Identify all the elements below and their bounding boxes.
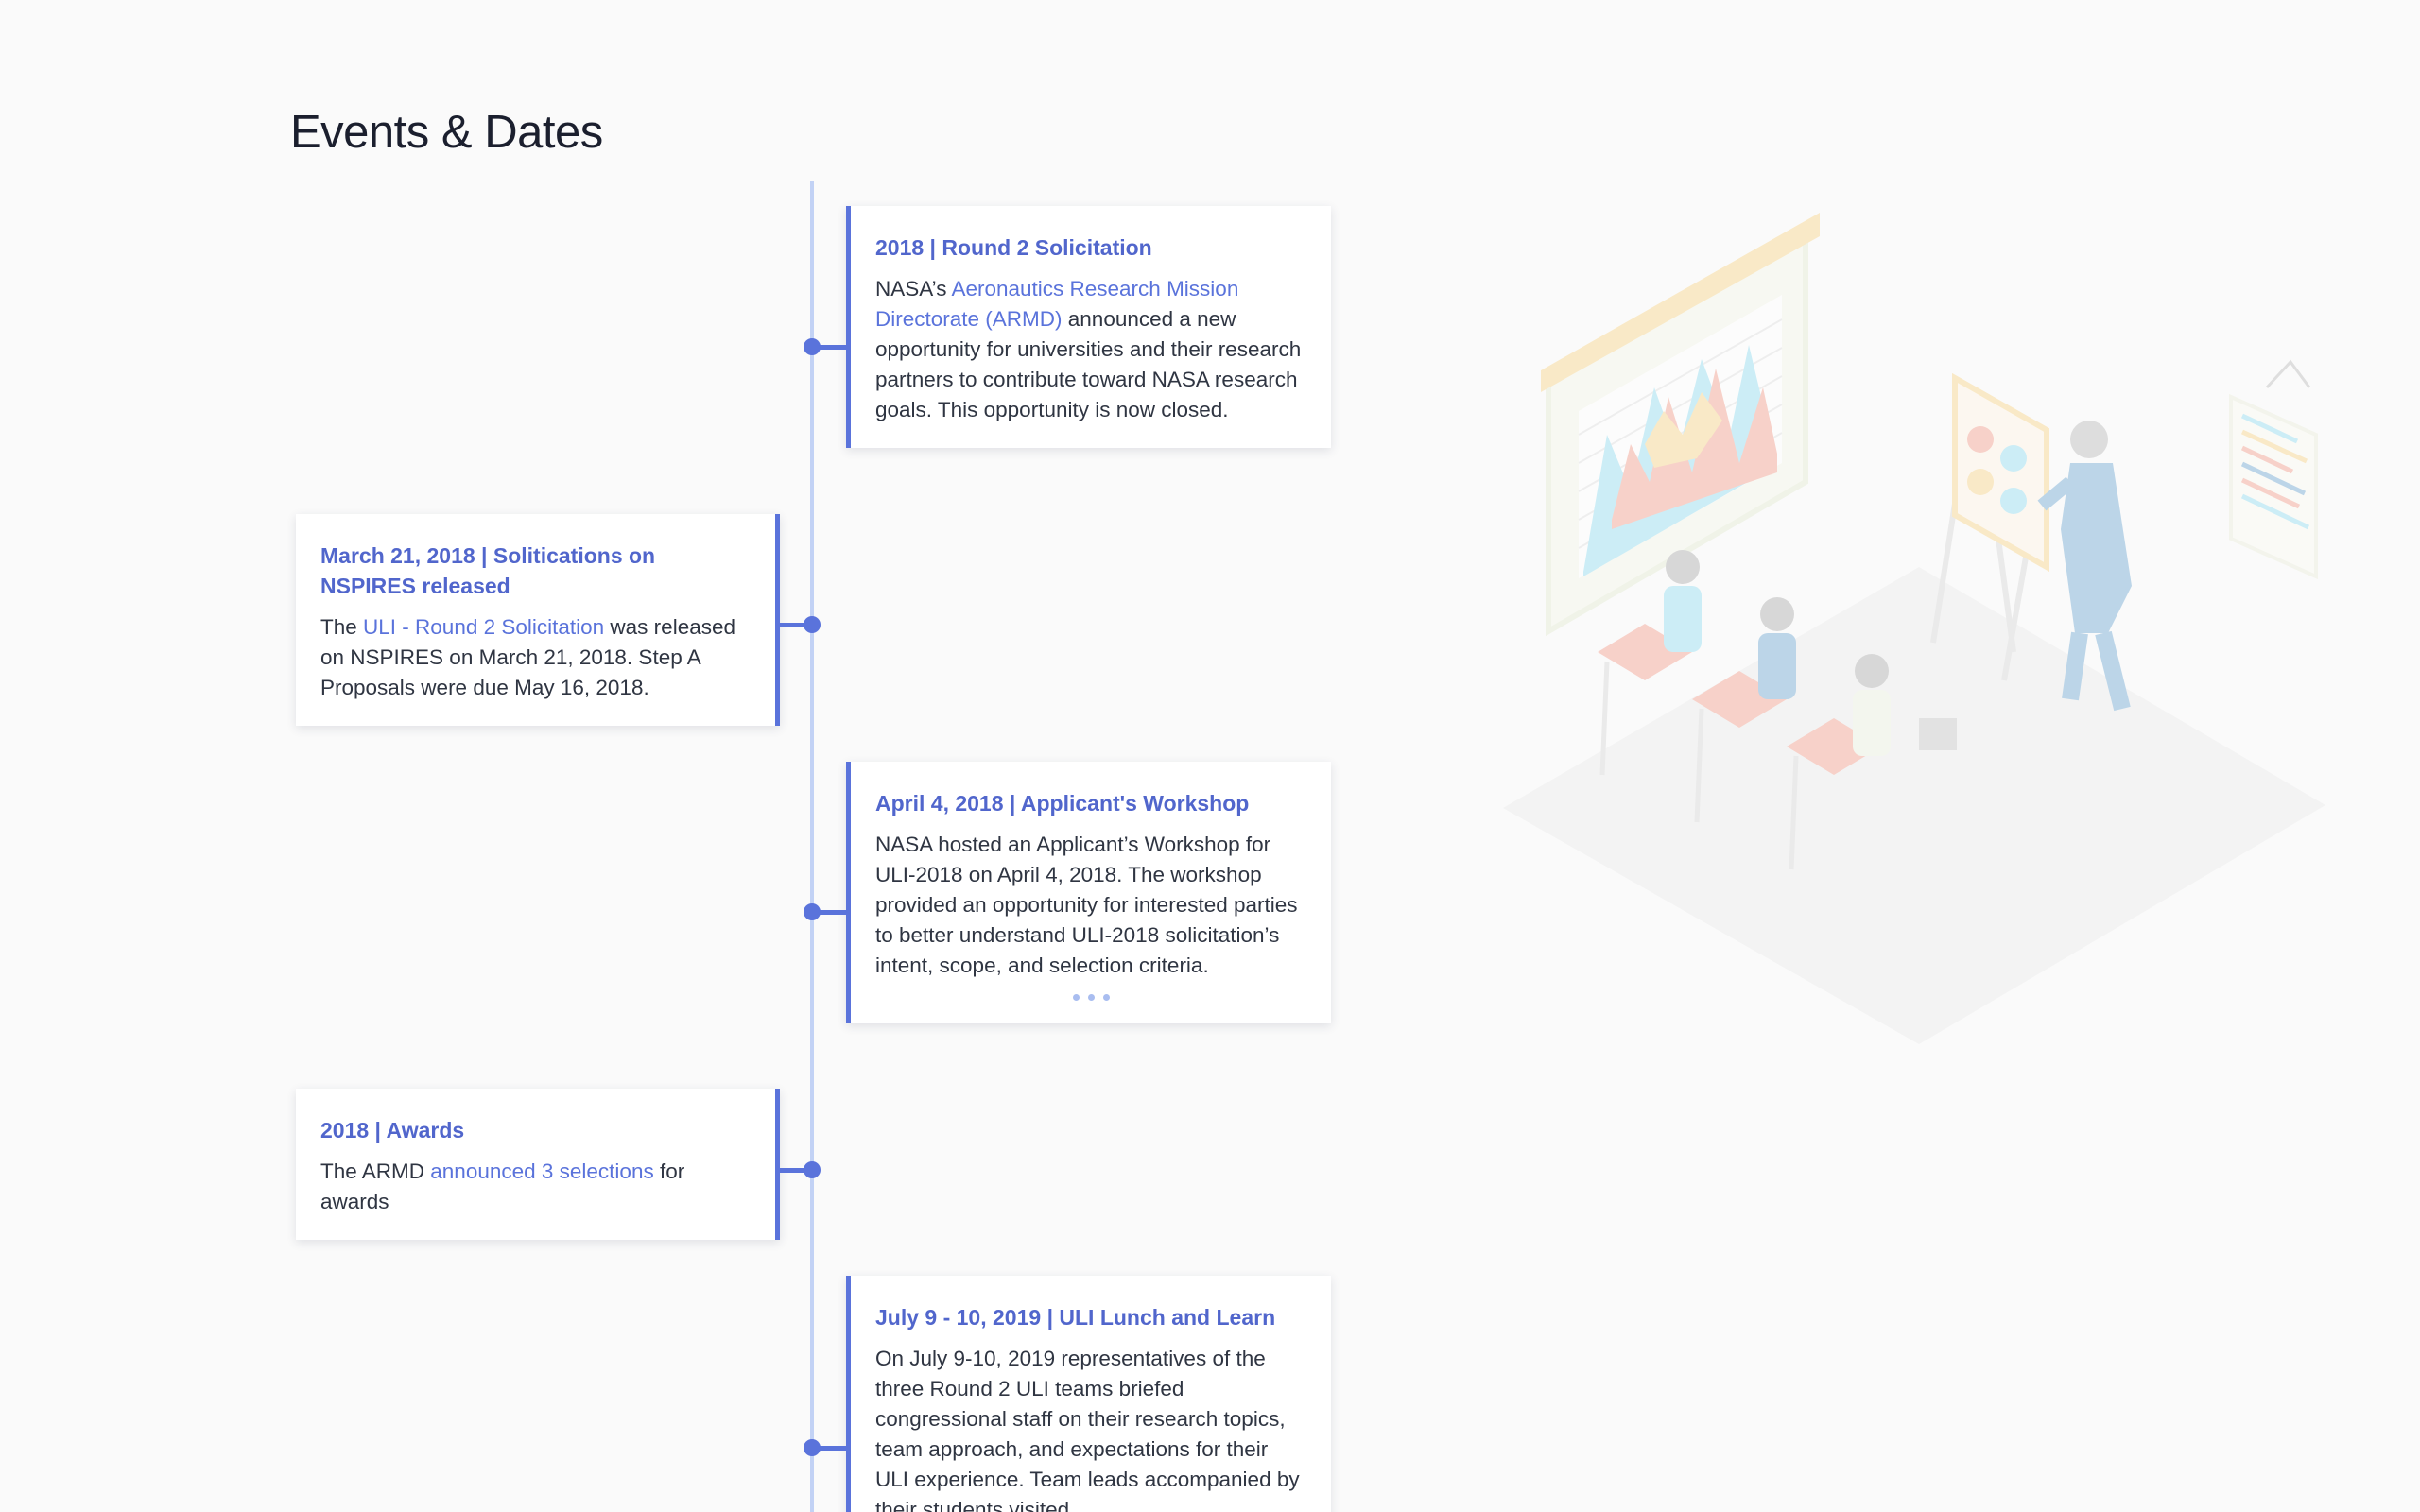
event-title: July 9 - 10, 2019 | ULI Lunch and Learn <box>875 1305 1276 1330</box>
event-card-applicants-workshop: April 4, 2018 | Applicant's Workshop NAS… <box>846 762 1331 1023</box>
timeline-line <box>810 181 814 1512</box>
event-title: March 21, 2018 | Solitications on NSPIRE… <box>320 543 656 598</box>
presenter-icon <box>2037 421 2132 712</box>
timeline-connector <box>780 1168 810 1173</box>
chart-board-icon <box>1541 213 1820 637</box>
announced-selections-link[interactable]: announced 3 selections <box>430 1160 654 1183</box>
audience-icon <box>1598 550 1957 870</box>
event-card-awards: 2018 | Awards The ARMD announced 3 selec… <box>296 1089 780 1240</box>
timeline-dot <box>804 1161 821 1178</box>
event-description: The ULI - Round 2 Solicitation was relea… <box>320 615 735 699</box>
armd-link[interactable]: Aeronautics Research Mission Directorate… <box>875 277 1239 331</box>
timeline-connector <box>814 345 846 350</box>
event-card-solicitations-released: March 21, 2018 | Solitications on NSPIRE… <box>296 514 780 726</box>
easel-icon <box>1930 372 2049 681</box>
event-description: NASA’s Aeronautics Research Mission Dire… <box>875 277 1302 421</box>
timeline-connector <box>814 910 846 915</box>
wall-chart-icon <box>2229 359 2318 580</box>
timeline-dot <box>804 1439 821 1456</box>
presentation-illustration <box>1503 213 2325 1044</box>
event-title: April 4, 2018 | Applicant's Workshop <box>875 791 1250 816</box>
timeline-dot <box>804 338 821 355</box>
uli-round-2-solicitation-link[interactable]: ULI - Round 2 Solicitation <box>363 615 605 639</box>
event-description: On July 9-10, 2019 representatives of th… <box>875 1347 1300 1512</box>
ellipsis-icon[interactable] <box>875 994 1306 1001</box>
event-description: The ARMD announced 3 selections for awar… <box>320 1160 685 1213</box>
timeline-dot <box>804 616 821 633</box>
timeline-dot <box>804 903 821 920</box>
page-title: Events & Dates <box>290 107 603 158</box>
timeline-connector <box>780 623 810 627</box>
timeline-connector <box>814 1446 846 1451</box>
event-title: 2018 | Round 2 Solicitation <box>875 235 1152 260</box>
event-card-lunch-and-learn: July 9 - 10, 2019 | ULI Lunch and Learn … <box>846 1276 1331 1512</box>
event-card-round-2-solicitation: 2018 | Round 2 Solicitation NASA’s Aeron… <box>846 206 1331 448</box>
event-description: NASA hosted an Applicant’s Workshop for … <box>875 833 1298 977</box>
event-title: 2018 | Awards <box>320 1118 465 1143</box>
